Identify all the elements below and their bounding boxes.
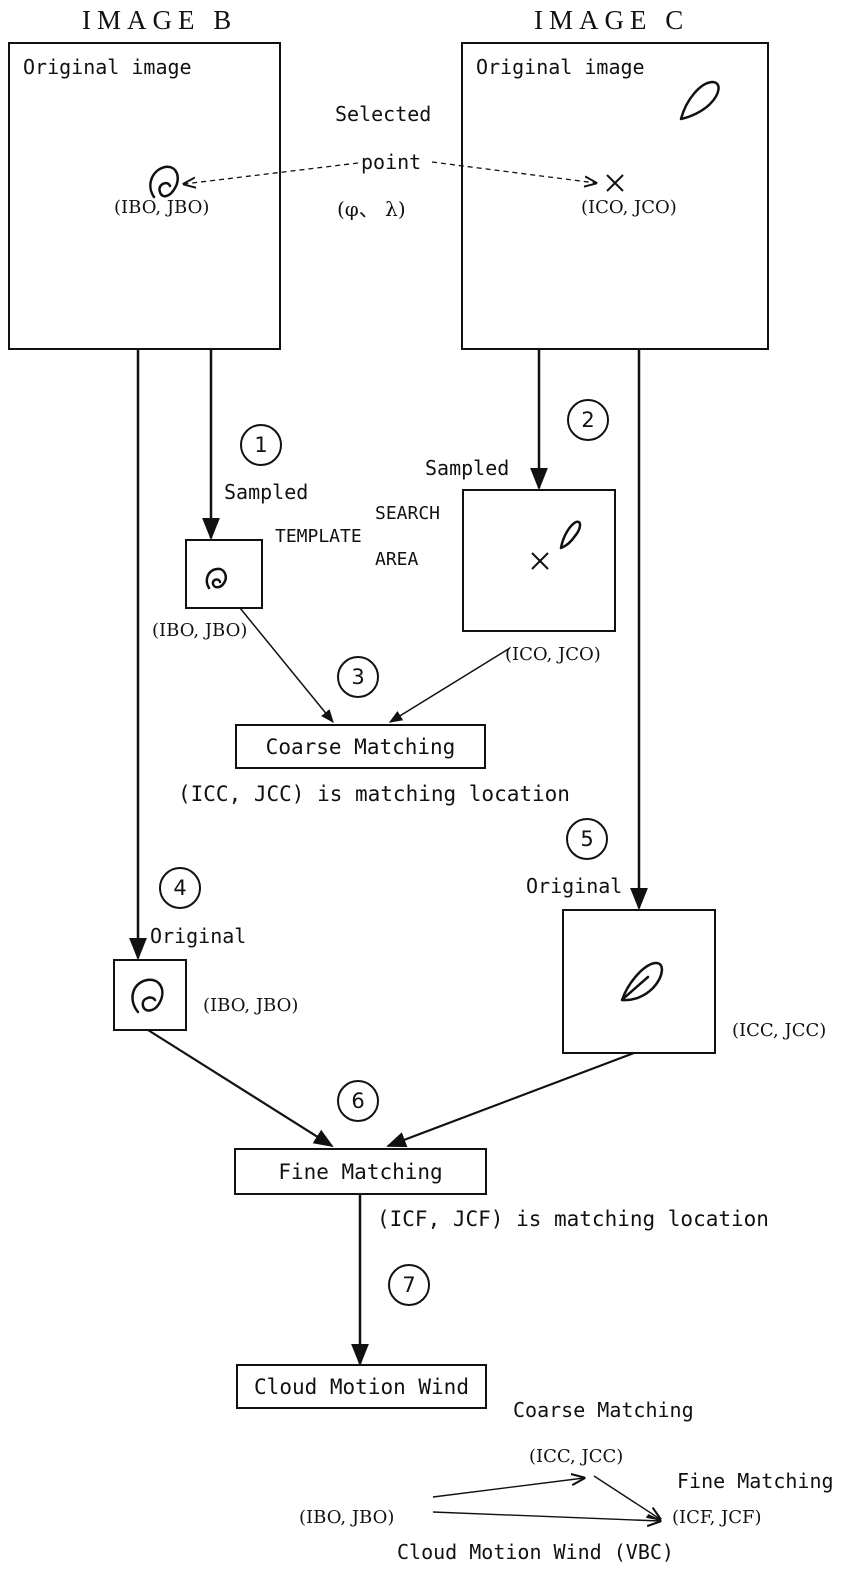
- search-label: SEARCH: [375, 505, 440, 523]
- image-b-coord: (IBO, JBO): [114, 199, 209, 217]
- template-coord: (IBO, JBO): [152, 622, 247, 640]
- selected-point-label-1: Selected: [335, 104, 431, 124]
- template-label: TEMPLATE: [275, 528, 362, 546]
- step-3-circle: 3: [337, 656, 379, 698]
- legend-cc-coord: (ICC, JCC): [529, 1448, 623, 1466]
- original-c-coord: (ICC, JCC): [732, 1022, 826, 1040]
- image-b-panel: [9, 43, 280, 349]
- step-1-circle: 1: [240, 424, 282, 466]
- cross-marker-c: [607, 175, 623, 191]
- legend-wind-label: Cloud Motion Wind (VBC): [397, 1542, 674, 1562]
- image-c-coord: (ICO, JCO): [581, 199, 677, 217]
- original-b-coord: (IBO, JBO): [203, 997, 298, 1015]
- step-2-circle: 2: [567, 399, 609, 441]
- image-c-title: IMAGE C: [534, 7, 689, 34]
- arrow-original-b-to-fine: [148, 1030, 332, 1146]
- arrow-template-to-coarse: [240, 608, 333, 722]
- image-c-panel: [462, 43, 768, 349]
- original-b-box: [114, 960, 186, 1030]
- step-7-circle: 7: [388, 1264, 430, 1306]
- legend-arrow-cc-cf: [594, 1476, 660, 1519]
- cross-marker-search: [532, 553, 548, 569]
- sampled-label-2: Sampled: [425, 458, 509, 478]
- step-4-circle: 4: [159, 867, 201, 909]
- cloud-icon-b: [150, 167, 177, 197]
- cloud-icon-original-c: [622, 963, 662, 1000]
- cloud-motion-wind-box: Cloud Motion Wind: [236, 1364, 487, 1409]
- legend-bo-coord: (IBO, JBO): [299, 1509, 394, 1527]
- original-c-box: [563, 910, 715, 1053]
- fine-matching-note: (ICF, JCF) is matching location: [377, 1209, 769, 1230]
- sampled-label-1: Sampled: [224, 482, 308, 502]
- image-b-label: Original image: [23, 57, 192, 77]
- legend-coarse-label: Coarse Matching: [513, 1400, 694, 1420]
- legend-arrow-bo-cc: [433, 1478, 584, 1497]
- image-c-label: Original image: [476, 57, 645, 77]
- cloud-icon-original-b: [132, 980, 162, 1012]
- step-6-circle: 6: [337, 1080, 379, 1122]
- area-label: AREA: [375, 551, 418, 569]
- image-b-title: IMAGE B: [82, 7, 237, 34]
- legend-cf-coord: (ICF, JCF): [672, 1509, 762, 1527]
- fine-matching-box: Fine Matching: [234, 1148, 487, 1195]
- step-5-circle: 5: [566, 818, 608, 860]
- arrow-search-to-coarse: [390, 648, 510, 722]
- dashed-arrow-to-b: [184, 163, 358, 184]
- selected-point-label-2: point: [361, 152, 421, 172]
- cloud-icon-template: [207, 569, 226, 588]
- cloud-icon-search: [561, 522, 580, 548]
- original-label-c: Original: [526, 876, 622, 896]
- legend-arrow-bo-cf: [433, 1512, 660, 1521]
- dashed-arrow-to-c: [432, 162, 596, 183]
- selected-point-coord: (φ、 λ): [337, 199, 406, 219]
- cloud-icon-c: [681, 82, 719, 119]
- arrow-original-c-to-fine: [388, 1053, 634, 1146]
- coarse-matching-box: Coarse Matching: [235, 724, 486, 769]
- legend-fine-label: Fine Matching: [677, 1471, 834, 1491]
- search-area-coord: (ICO, JCO): [505, 646, 601, 664]
- coarse-matching-note: (ICC, JCC) is matching location: [178, 784, 570, 805]
- original-label-b: Original: [150, 926, 246, 946]
